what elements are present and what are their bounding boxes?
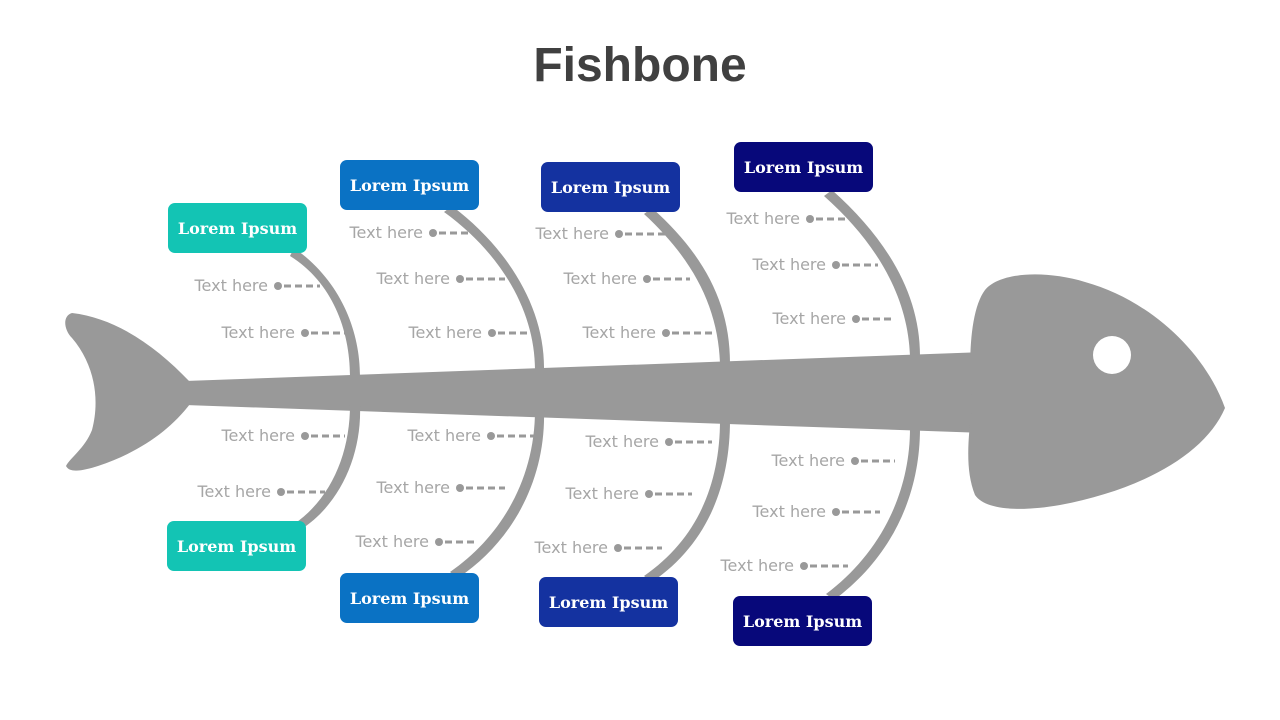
item-label-1-1: Text here xyxy=(194,276,269,295)
rib-lower-4 xyxy=(826,428,920,600)
category-box-5: Lorem Ipsum xyxy=(167,521,306,571)
item-label-8-3: Text here xyxy=(720,556,795,575)
connector-dot-4-1 xyxy=(806,215,814,223)
item-label-5-1: Text here xyxy=(221,426,296,445)
connector-dot-7-1 xyxy=(665,438,673,446)
category-box-6: Lorem Ipsum xyxy=(340,573,479,623)
rib-upper-4 xyxy=(824,190,920,356)
item-label-8-1: Text here xyxy=(771,451,846,470)
rib-upper-1 xyxy=(290,248,360,376)
item-label-2-1: Text here xyxy=(349,223,424,242)
connector-group xyxy=(274,215,895,570)
item-label-7-2: Text here xyxy=(565,484,640,503)
connector-dot-7-2 xyxy=(645,490,653,498)
item-label-6-2: Text here xyxy=(376,478,451,497)
connector-dot-1-2 xyxy=(301,329,309,337)
connector-dot-2-2 xyxy=(456,275,464,283)
connector-dot-4-3 xyxy=(852,315,860,323)
connector-dot-1-1 xyxy=(274,282,282,290)
connector-dot-8-2 xyxy=(832,508,840,516)
item-label-6-3: Text here xyxy=(355,532,430,551)
fish-eye xyxy=(1093,336,1131,374)
connector-dot-8-1 xyxy=(851,457,859,465)
item-label-3-1: Text here xyxy=(535,224,610,243)
fish-head xyxy=(968,274,1225,509)
rib-lower-3 xyxy=(644,420,730,582)
item-label-7-1: Text here xyxy=(585,432,660,451)
connector-dot-8-3 xyxy=(800,562,808,570)
connector-dot-3-2 xyxy=(643,275,651,283)
fish-tail xyxy=(65,313,190,471)
item-label-8-2: Text here xyxy=(752,502,827,521)
connector-dot-3-3 xyxy=(662,329,670,337)
category-box-8: Lorem Ipsum xyxy=(733,596,872,646)
item-label-7-3: Text here xyxy=(534,538,609,557)
category-box-2: Lorem Ipsum xyxy=(340,160,479,210)
item-label-1-2: Text here xyxy=(221,323,296,342)
connector-dot-3-1 xyxy=(615,230,623,238)
rib-upper-3 xyxy=(644,208,730,363)
item-label-4-3: Text here xyxy=(772,309,847,328)
rib-lower-2 xyxy=(450,410,545,578)
item-label-5-2: Text here xyxy=(197,482,272,501)
connector-dot-5-2 xyxy=(277,488,285,496)
item-label-6-1: Text here xyxy=(407,426,482,445)
item-label-4-2: Text here xyxy=(752,255,827,274)
item-label-3-2: Text here xyxy=(563,269,638,288)
item-label-4-1: Text here xyxy=(726,209,801,228)
rib-lower-1 xyxy=(294,405,361,530)
connector-dot-4-2 xyxy=(832,261,840,269)
category-box-7: Lorem Ipsum xyxy=(539,577,678,627)
category-box-3: Lorem Ipsum xyxy=(541,162,680,212)
category-box-4: Lorem Ipsum xyxy=(734,142,873,192)
category-box-1: Lorem Ipsum xyxy=(168,203,307,253)
fish-spine xyxy=(185,352,985,433)
connector-dot-5-1 xyxy=(301,432,309,440)
item-label-3-3: Text here xyxy=(582,323,657,342)
connector-dot-6-2 xyxy=(456,484,464,492)
slide-title: Fishbone xyxy=(533,39,747,92)
connector-dot-2-1 xyxy=(429,229,437,237)
item-label-2-3: Text here xyxy=(408,323,483,342)
connector-dot-6-1 xyxy=(487,432,495,440)
item-label-2-2: Text here xyxy=(376,269,451,288)
connector-dot-6-3 xyxy=(435,538,443,546)
connector-dot-2-3 xyxy=(488,329,496,337)
connector-dot-7-3 xyxy=(614,544,622,552)
